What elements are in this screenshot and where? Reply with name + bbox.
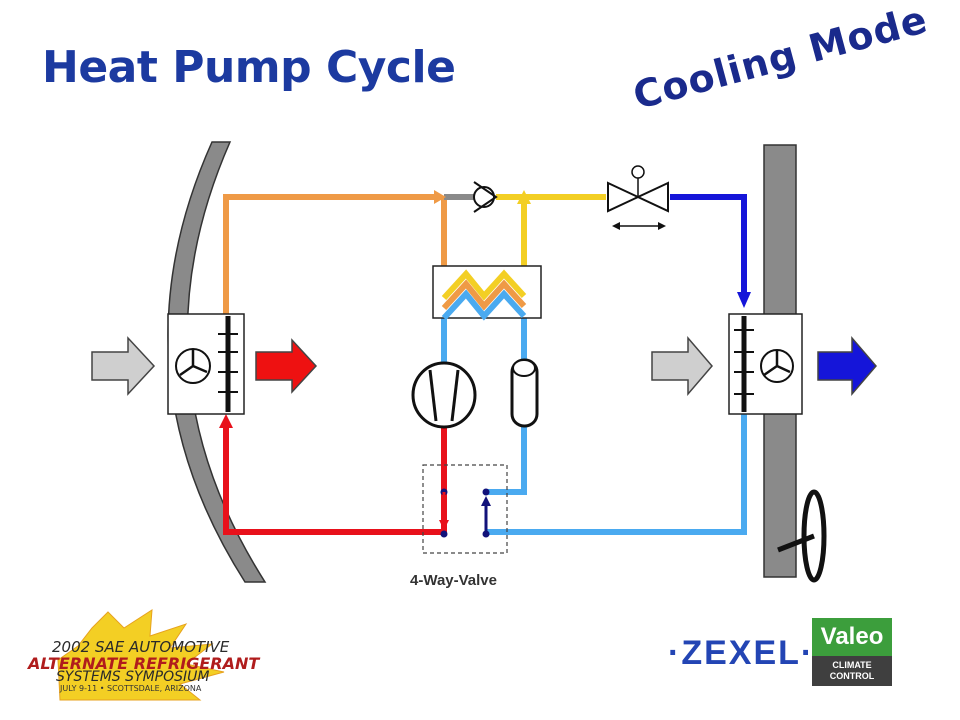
expansion-valve [607, 165, 669, 230]
suction-line [486, 414, 747, 535]
sae-logo-line1: 2002 SAE AUTOMOTIVE [52, 638, 230, 656]
suction-line-accumulator [486, 426, 527, 495]
four-way-valve-label: 4-Way-Valve [410, 572, 497, 589]
page-title: Heat Pump Cycle [42, 42, 456, 93]
cold-arrowhead [737, 292, 751, 308]
liquid-arrowhead [517, 190, 531, 204]
valeo-logo: Valeo CLIMATE CONTROL [812, 618, 892, 686]
check-valve [473, 181, 498, 213]
hx-liquid-zigzag [441, 269, 527, 301]
cold-line [670, 194, 747, 300]
warm-line [223, 194, 440, 314]
hot-gas-line [223, 420, 444, 535]
right-air-in-arrow [651, 335, 713, 397]
left-air-in-arrow [91, 336, 156, 396]
left-curved-panel [167, 141, 267, 583]
sae-logo-line3: SYSTEMS SYMPOSIUM [56, 669, 210, 685]
sae-logo-line4: JULY 9-11 • SCOTTSDALE, ARIZONA [60, 684, 202, 693]
valeo-logo-name: Valeo [812, 618, 892, 656]
steering-wheel-icon [777, 489, 827, 583]
hot-arrowhead [219, 414, 233, 428]
zexel-logo: ·ZEXEL· [668, 634, 815, 672]
left-fan-unit [167, 313, 245, 415]
right-fan-unit [728, 313, 803, 415]
warm-arrowhead [434, 190, 446, 204]
right-air-out-arrow [817, 335, 877, 397]
valeo-logo-subtitle: CLIMATE CONTROL [812, 656, 892, 686]
hx-cold-zigzag [441, 289, 527, 321]
hx-warm-zigzag [441, 279, 527, 311]
four-way-valve [422, 464, 508, 554]
sae-logo-line2: ALTERNATE REFRIGERANT [28, 654, 260, 673]
compressor [411, 361, 477, 429]
left-air-out-arrow [255, 338, 318, 394]
sae-sun-logo [57, 609, 225, 701]
